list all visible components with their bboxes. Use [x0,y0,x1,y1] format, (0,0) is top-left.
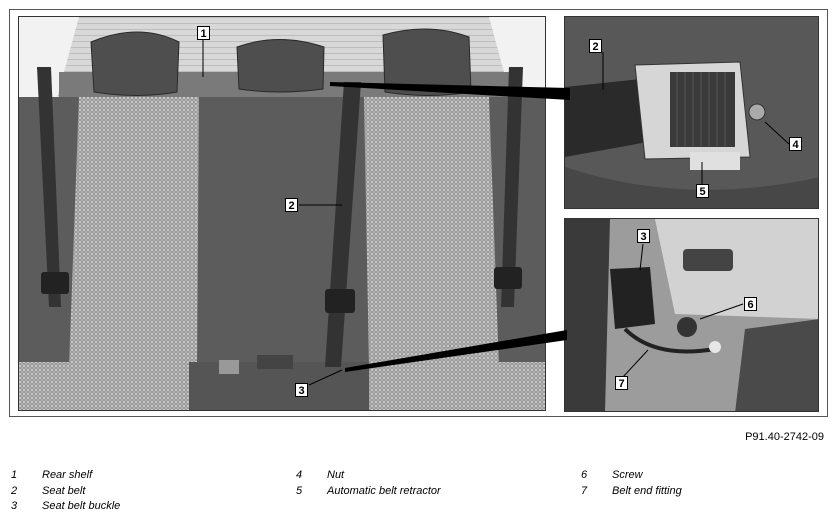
callout-screw: 6 [744,297,757,311]
callout-rear-shelf: 1 [197,26,210,40]
legend-number: 7 [581,485,588,497]
legend-number: 2 [11,485,18,497]
legend-number: 4 [296,469,303,481]
callout-nut: 4 [789,137,802,151]
legend-text: Automatic belt retractor [327,485,441,497]
legend-text: Seat belt buckle [42,500,121,512]
callout-seat-belt-detail: 2 [589,39,602,53]
legend-text: Belt end fitting [612,485,682,497]
retractor-detail-illustration [565,17,818,208]
legend-text: Nut [327,469,345,481]
legend-number: 6 [581,469,588,481]
legend-number: 5 [296,485,303,497]
legend-text: Screw [612,469,643,481]
legend-number: 3 [11,500,18,512]
belt-end-fitting-photo [564,218,819,412]
legend-text: Rear shelf [42,469,93,481]
retractor-detail-photo [564,16,819,209]
callout-seat-belt: 2 [285,198,298,212]
callout-seat-belt-buckle: 3 [295,383,308,397]
legend-number: 1 [11,469,18,481]
callout-belt-end-fitting: 7 [615,376,628,390]
callout-retractor: 5 [696,184,709,198]
belt-end-fitting-illustration [565,219,818,411]
legend-text: Seat belt [42,485,86,497]
rear-seat-photo [18,16,546,411]
rear-seat-illustration [19,17,545,410]
figure-code: P91.40-2742-09 [745,431,824,443]
callout-buckle-detail: 3 [637,229,650,243]
